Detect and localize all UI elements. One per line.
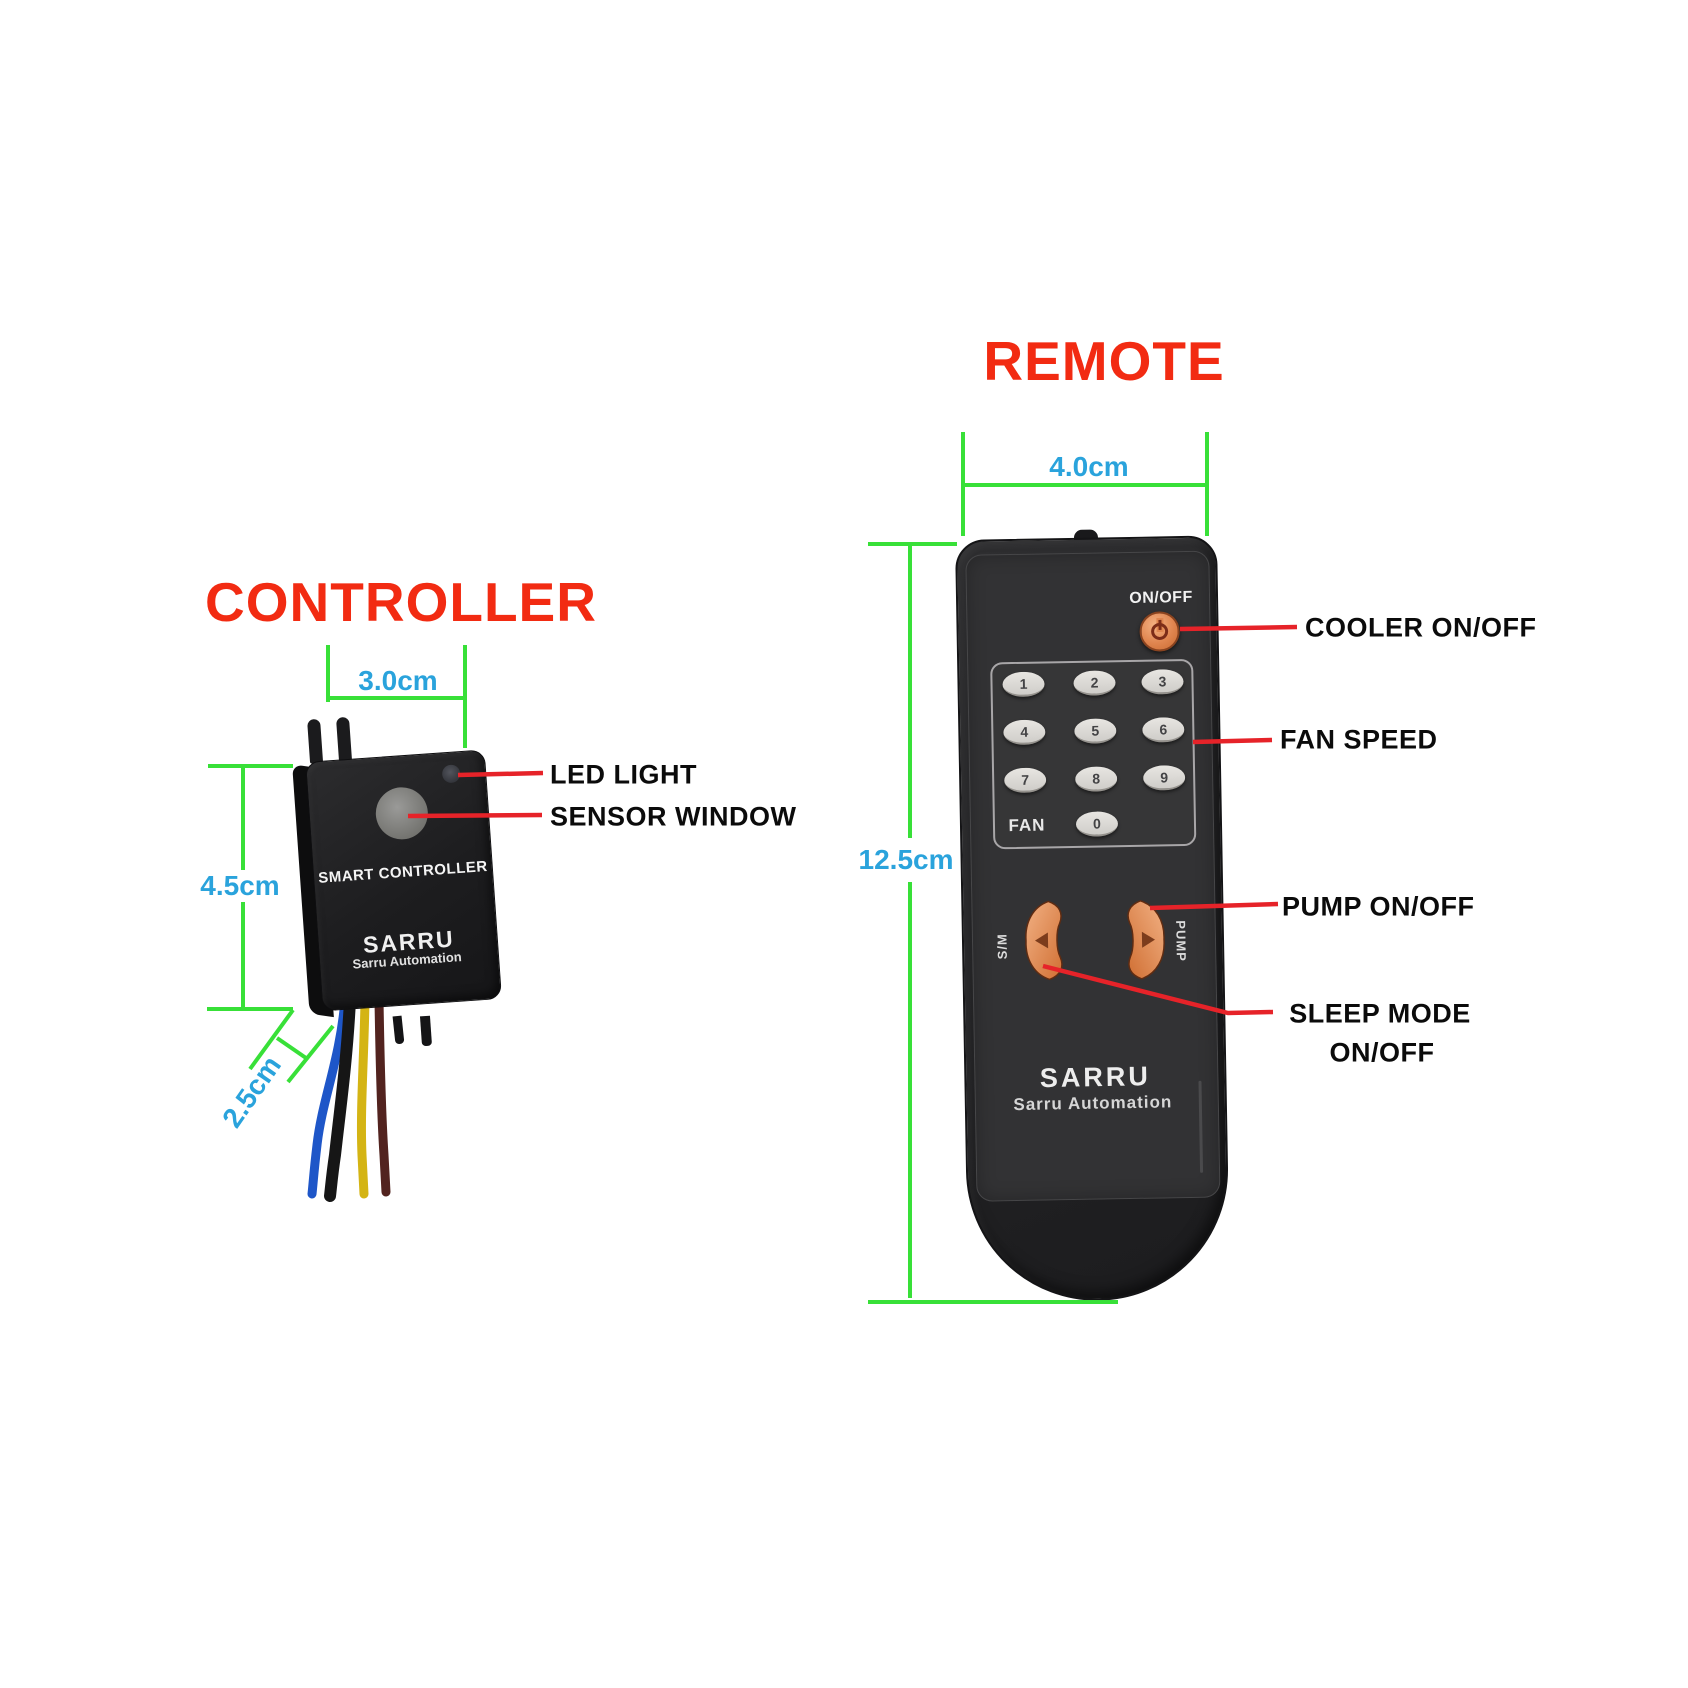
key-1-button[interactable]: 1	[1002, 671, 1045, 698]
key-0-button[interactable]: 0	[1075, 811, 1119, 837]
pump-button[interactable]	[1122, 897, 1169, 982]
right-triangle-icon	[1141, 931, 1156, 948]
remote-title: REMOTE	[983, 330, 1225, 392]
key-8-button[interactable]: 8	[1074, 766, 1118, 792]
controller-antenna-pin	[335, 716, 353, 762]
controller-height-dimension: 4.5cm	[200, 870, 280, 901]
sleep-mode-label-line1: SLEEP MODE	[1289, 998, 1471, 1029]
cooler-onoff-label: COOLER ON/OFF	[1305, 612, 1537, 643]
sensor-window-label: SENSOR WINDOW	[550, 801, 797, 832]
controller-antenna-pin	[307, 718, 324, 764]
key-4-button[interactable]: 4	[1003, 719, 1046, 746]
led-light-label: LED LIGHT	[550, 759, 697, 790]
controller-terminal-pin	[392, 1015, 405, 1045]
power-button-label: ON/OFF	[1129, 588, 1193, 607]
fan-speed-keypad: 1 2 3 4 5 6 7 8 9 FAN 0	[990, 658, 1197, 850]
fan-speed-label: FAN SPEED	[1280, 724, 1438, 755]
controller-width-dimension: 3.0cm	[358, 665, 438, 696]
pump-button-label: PUMP	[1173, 920, 1189, 963]
sleep-mode-button[interactable]	[1020, 898, 1067, 983]
key-6-button[interactable]: 6	[1142, 717, 1185, 743]
key-2-button[interactable]: 2	[1073, 670, 1116, 696]
power-icon	[1150, 619, 1169, 641]
wire-black	[324, 994, 356, 1202]
remote-brand-subtext: Sarru Automation	[1013, 1092, 1173, 1115]
wire-brown	[374, 995, 391, 1197]
key-3-button[interactable]: 3	[1141, 669, 1184, 695]
sleep-mode-label-line2: ON/OFF	[1329, 1037, 1435, 1068]
sleep-mode-button-label: S/M	[994, 933, 1010, 960]
left-triangle-icon	[1035, 932, 1049, 949]
key-9-button[interactable]: 9	[1142, 765, 1186, 791]
remote-width-dimension: 4.0cm	[1049, 451, 1129, 482]
key-5-button[interactable]: 5	[1074, 718, 1117, 744]
controller-terminal-pin	[419, 1015, 433, 1047]
smart-controller-device: SMART CONTROLLER SARRU Sarru Automation	[292, 716, 503, 1018]
controller-depth-dimension: 2.5cm	[216, 1050, 288, 1134]
remote-brand-logo: SARRU	[1039, 1061, 1152, 1094]
remote-height-dimension: 12.5cm	[858, 844, 954, 875]
controller-title: CONTROLLER	[205, 571, 597, 633]
fan-keypad-label: FAN	[1008, 815, 1046, 836]
wire-yellow	[356, 995, 370, 1199]
remote-device: ON/OFF 1 2 3 4 5 6 7 8 9 FAN 0	[955, 529, 1231, 1303]
wire-blue	[307, 995, 350, 1199]
key-7-button[interactable]: 7	[1003, 767, 1047, 794]
pump-onoff-label: PUMP ON/OFF	[1282, 891, 1475, 922]
